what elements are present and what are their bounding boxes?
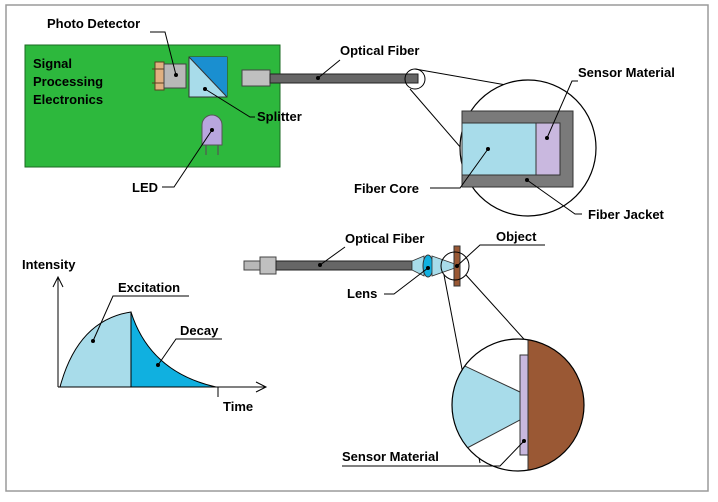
y-axis-arrow [52,275,64,288]
sensor-material-top [535,122,561,176]
object-label: Object [496,229,537,244]
fiber-core [461,122,537,176]
optical-fiber-bottom-label: Optical Fiber [345,231,424,246]
decay-area [130,311,217,388]
light-cone-bottom [411,255,425,277]
photo-detector-label: Photo Detector [47,16,140,31]
fiber-jacket-leader [526,179,582,215]
sensor-material-top-label: Sensor Material [578,65,675,80]
led-leader [162,129,213,188]
decay-label: Decay [180,323,219,338]
fiber-connector-bottom [243,260,261,271]
lens-label: Lens [347,286,377,301]
photo-detector-pins [154,61,165,91]
sensor-material-top-leader [546,80,578,139]
fiber-jacket-label: Fiber Jacket [588,207,665,222]
x-axis-arrow [255,381,268,393]
fiber-connector-top [241,69,271,87]
optical-fiber-top [269,73,419,84]
optical-fiber-bottom [275,260,413,271]
signal-processing-label-2: Processing [33,74,103,89]
optical-fiber-top-leader [317,59,341,79]
object-zoom-border [451,338,585,472]
decay-leader [157,338,222,366]
photo-detector-leader [150,31,177,76]
fiber-connector-bottom-2 [259,256,277,275]
splitter-diagonal [188,56,228,98]
excitation-label: Excitation [118,280,180,295]
led-label: LED [132,180,158,195]
signal-processing-board [24,44,281,168]
object-zoom-content [452,339,584,471]
fiber-core-label: Fiber Core [354,181,419,196]
intensity-label: Intensity [22,257,76,272]
optical-fiber-top-label: Optical Fiber [340,43,419,58]
sensor-material-bottom-label: Sensor Material [342,449,439,464]
splitter-leader [204,88,255,118]
object-zoom-circle [440,251,470,281]
time-label: Time [223,399,253,414]
excitation-leader [92,295,189,342]
optical-fiber-bottom-leader [319,246,346,266]
object-leader [456,244,545,267]
signal-processing-label-1: Signal [33,56,72,71]
splitter-label: Splitter [257,109,302,124]
lens-leader [384,267,429,295]
fiber-core-leader [430,148,489,189]
signal-processing-label-3: Electronics [33,92,103,107]
sensor-material-bottom-leader [342,440,525,467]
